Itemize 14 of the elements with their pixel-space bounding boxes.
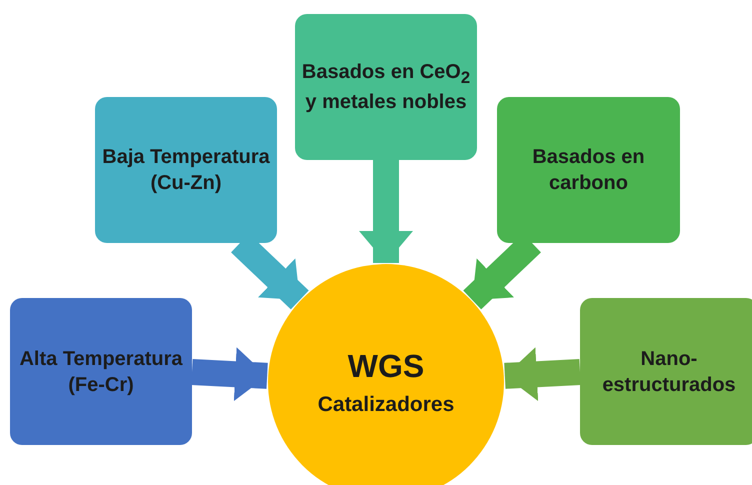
node-text: Nano-estructurados [601, 346, 737, 398]
category-box [580, 298, 752, 445]
category-box [295, 14, 477, 160]
title-text: WGS [348, 348, 424, 384]
node-text: Baja Temperatura (Cu-Zn) [101, 145, 271, 196]
node-text: Catalizadores [318, 392, 454, 416]
node-text: Basados en CeO$_{2}$ y metales nobles [301, 60, 471, 115]
node-text: Alta Temperatura (Fe-Cr) [18, 346, 184, 398]
category-box [95, 97, 277, 243]
category-box [10, 298, 192, 445]
block-arrow [359, 160, 413, 263]
block-arrow [191, 347, 268, 402]
node-text: Basados en carbono [531, 145, 646, 196]
category-box [497, 97, 680, 243]
